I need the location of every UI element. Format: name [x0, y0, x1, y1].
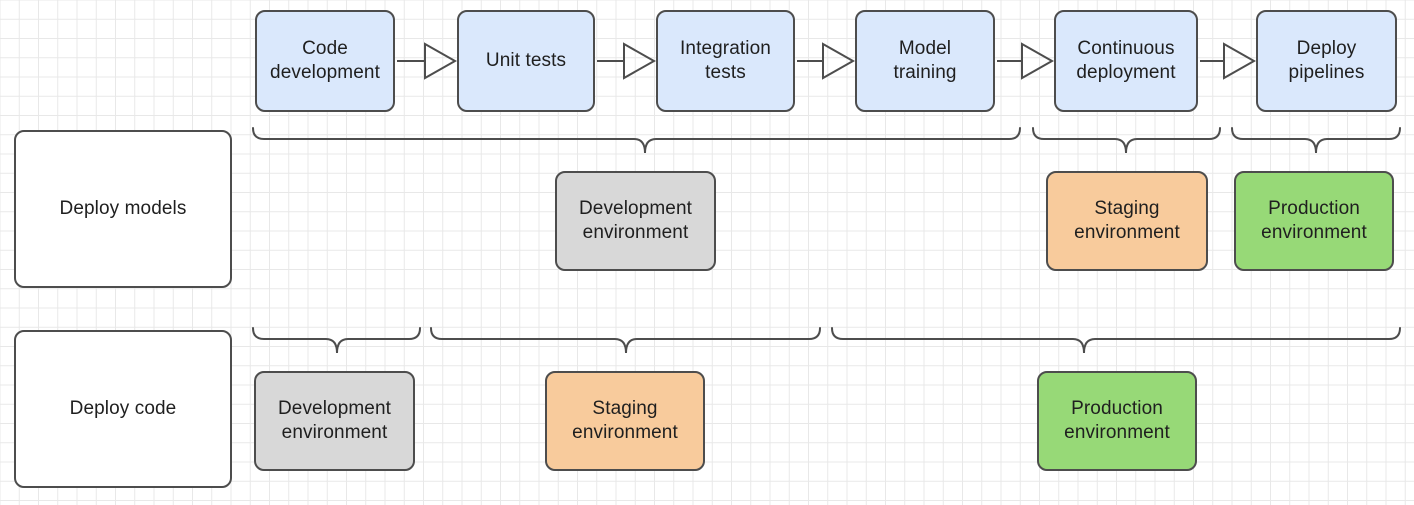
env-deploy-code-production-environment[interactable]: Production environment	[1037, 371, 1197, 471]
env-deploy-models-staging-environment[interactable]: Staging environment	[1046, 171, 1208, 271]
env-deploy-code-development-environment[interactable]: Development environment	[254, 371, 415, 471]
pipeline-step-code-development[interactable]: Code development	[255, 10, 395, 112]
pipeline-step-integration-tests[interactable]: Integration tests	[656, 10, 795, 112]
env-deploy-models-development-environment[interactable]: Development environment	[555, 171, 716, 271]
lane-label-deploy-models[interactable]: Deploy models	[14, 130, 232, 288]
lane-label-deploy-code[interactable]: Deploy code	[14, 330, 232, 488]
pipeline-step-continuous-deployment[interactable]: Continuous deployment	[1054, 10, 1198, 112]
env-deploy-code-staging-environment[interactable]: Staging environment	[545, 371, 705, 471]
pipeline-step-deploy-pipelines[interactable]: Deploy pipelines	[1256, 10, 1397, 112]
env-deploy-models-production-environment[interactable]: Production environment	[1234, 171, 1394, 271]
pipeline-step-model-training[interactable]: Model training	[855, 10, 995, 112]
pipeline-step-unit-tests[interactable]: Unit tests	[457, 10, 595, 112]
